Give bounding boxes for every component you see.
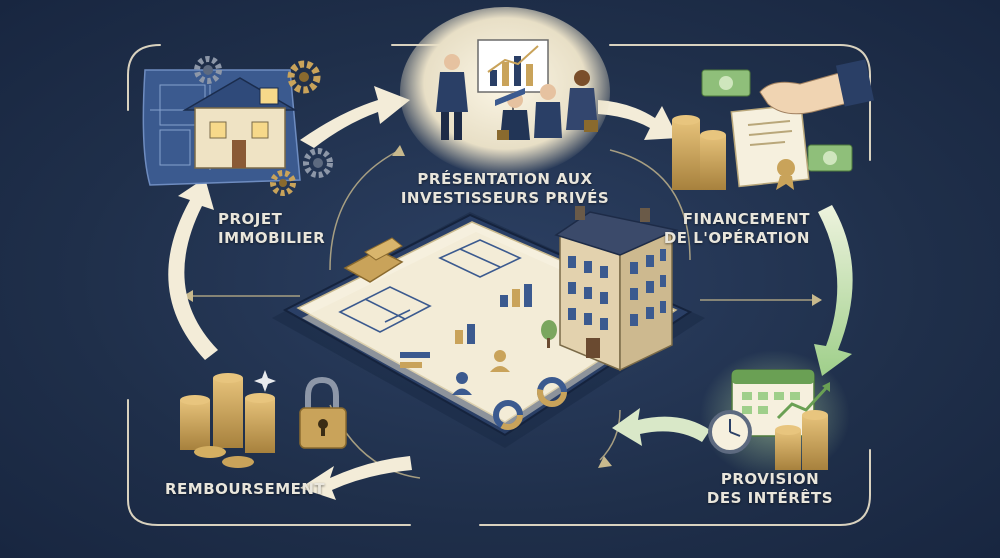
step-label-projet: PROJET IMMOBILIER [218,210,325,248]
step-label-provision: PROVISION DES INTÉRÊTS [690,470,850,508]
step-label-presentation-line1: PRÉSENTATION AUX [417,170,593,188]
padlock-icon [299,376,347,449]
step-label-projet-line2: IMMOBILIER [218,229,326,247]
sparkle-icon [254,370,276,392]
presentation-illustration [400,7,610,177]
central-clipboard-illustration [272,87,705,448]
repayment-illustration [180,370,347,468]
step-label-financement-line2: DE L'OPÉRATION [663,229,810,247]
arrow-presentation-to-financement [598,100,678,140]
coin-stack [180,373,275,468]
clock-icon [708,410,752,454]
step-label-presentation: PRÉSENTATION AUX INVESTISSEURS PRIVÉS [390,170,620,208]
house-blueprint-illustration [142,69,301,186]
arrow-financement-to-provision [814,205,853,376]
coin-stack [672,115,726,190]
arrow-remboursement-to-projet [168,178,218,360]
guide-lines [185,149,820,479]
step-label-presentation-line2: INVESTISSEURS PRIVÉS [400,189,610,207]
coin-stack [775,410,828,470]
guide-arrowheads [183,145,822,468]
financing-illustration [672,59,875,190]
step-label-remboursement: REMBOURSEMENT [165,480,325,499]
step-label-financement: FINANCEMENT DE L'OPÉRATION [650,210,810,248]
arrow-provision-to-center [612,408,710,446]
step-label-provision-line1: PROVISION [720,470,820,488]
flow-arrows [168,86,853,500]
building-illustration [541,206,679,372]
step-label-provision-line2: DES INTÉRÊTS [706,489,834,507]
arrow-projet-to-presentation [300,86,410,148]
gear-icon [194,56,333,196]
arrow-to-remboursement [300,456,412,500]
step-label-financement-line1: FINANCEMENT [682,210,810,228]
interest-provision-illustration [700,350,850,480]
step-label-projet-line1: PROJET [218,210,283,228]
step-label-remboursement-line1: REMBOURSEMENT [165,480,326,498]
